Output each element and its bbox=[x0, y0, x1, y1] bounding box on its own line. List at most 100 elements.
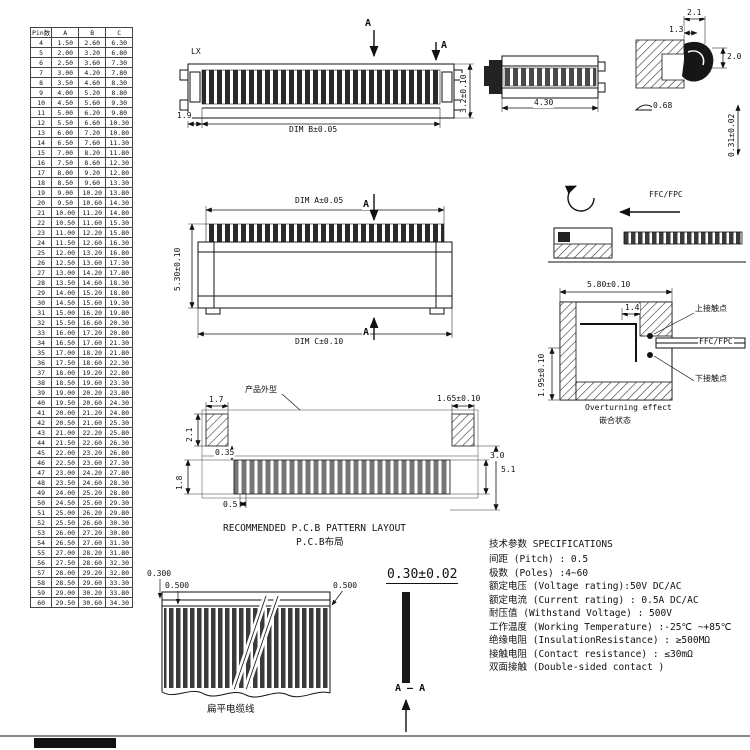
table-cell: 15.30 bbox=[105, 217, 134, 228]
table-cell: 18.00 bbox=[51, 367, 80, 378]
table-cell: 13 bbox=[29, 127, 53, 138]
table-cell: 7.80 bbox=[105, 67, 134, 78]
table-cell: 21 bbox=[29, 207, 53, 218]
table-cell: 35 bbox=[29, 347, 53, 358]
table-cell: 15.20 bbox=[78, 287, 107, 298]
table-cell: 15 bbox=[29, 147, 53, 158]
table-cell: 53 bbox=[29, 527, 53, 538]
table-cell: 10.80 bbox=[105, 127, 134, 138]
table-cell: 22.30 bbox=[105, 357, 134, 368]
table-cell: 6.60 bbox=[78, 117, 107, 128]
table-cell: 28 bbox=[29, 277, 53, 288]
table-cell: 20.00 bbox=[51, 407, 80, 418]
table-cell: 6.20 bbox=[78, 107, 107, 118]
table-cell: 12.60 bbox=[78, 237, 107, 248]
table-cell: 56 bbox=[29, 557, 53, 568]
table-cell: 58 bbox=[29, 577, 53, 588]
table-cell: 23.00 bbox=[51, 467, 80, 478]
table-cell: 27.00 bbox=[51, 547, 80, 558]
table-cell: 3.20 bbox=[78, 47, 107, 58]
table-cell: 41 bbox=[29, 407, 53, 418]
table-cell: 19.30 bbox=[105, 297, 134, 308]
table-cell: 25.50 bbox=[51, 517, 80, 528]
table-cell: 2.00 bbox=[51, 47, 80, 58]
table-cell: 55 bbox=[29, 547, 53, 558]
table-cell: 27.60 bbox=[78, 537, 107, 548]
table-cell: 19.00 bbox=[51, 387, 80, 398]
table-cell: 18.30 bbox=[105, 277, 134, 288]
table-cell: 52 bbox=[29, 517, 53, 528]
table-cell: 6 bbox=[29, 57, 53, 68]
table-cell: 23.50 bbox=[51, 477, 80, 488]
table-cell: 49 bbox=[29, 487, 53, 498]
table-cell: 9.50 bbox=[51, 197, 80, 208]
table-cell: 21.50 bbox=[51, 437, 80, 448]
table-cell: 8.30 bbox=[105, 77, 134, 88]
table-cell: 9.60 bbox=[78, 177, 107, 188]
table-cell: 7.30 bbox=[105, 57, 134, 68]
table-cell: 27.80 bbox=[105, 467, 134, 478]
table-cell: 23.20 bbox=[78, 447, 107, 458]
table-cell: 33 bbox=[29, 327, 53, 338]
table-cell: 3.50 bbox=[51, 77, 80, 88]
table-cell: 40 bbox=[29, 397, 53, 408]
table-cell: 18.20 bbox=[78, 347, 107, 358]
table-cell: 21.00 bbox=[51, 427, 80, 438]
table-cell: 12.30 bbox=[105, 157, 134, 168]
table-cell: 47 bbox=[29, 467, 53, 478]
table-cell: 2.50 bbox=[51, 57, 80, 68]
table-cell: 6.50 bbox=[51, 137, 80, 148]
table-cell: 26.80 bbox=[105, 447, 134, 458]
table-cell: 21.80 bbox=[105, 347, 134, 358]
table-cell: 54 bbox=[29, 537, 53, 548]
table-cell: 14.00 bbox=[51, 287, 80, 298]
spec-line: 耐压值 (Withstand Voltage) : 500V bbox=[489, 608, 672, 619]
table-cell: 9.00 bbox=[51, 187, 80, 198]
table-cell: 36 bbox=[29, 357, 53, 368]
table-cell: 23.80 bbox=[105, 387, 134, 398]
table-cell: 27.20 bbox=[78, 527, 107, 538]
table-cell: 11.80 bbox=[105, 147, 134, 158]
table-cell: 7.50 bbox=[51, 157, 80, 168]
table-cell: 26.00 bbox=[51, 527, 80, 538]
table-cell: 10.30 bbox=[105, 117, 134, 128]
table-cell: 12 bbox=[29, 117, 53, 128]
table-cell: 13.00 bbox=[51, 267, 80, 278]
table-cell: 12.80 bbox=[105, 167, 134, 178]
table-cell: 48 bbox=[29, 477, 53, 488]
table-cell: 30 bbox=[29, 297, 53, 308]
table-cell: 34.30 bbox=[105, 597, 134, 608]
table-cell: 39 bbox=[29, 387, 53, 398]
table-cell: 20.30 bbox=[105, 317, 134, 328]
table-cell: 15.80 bbox=[105, 227, 134, 238]
table-cell: 60 bbox=[29, 597, 53, 608]
table-cell: 7.60 bbox=[78, 137, 107, 148]
table-cell: 28.50 bbox=[51, 577, 80, 588]
table-cell: 29.80 bbox=[105, 507, 134, 518]
table-cell: 6.80 bbox=[105, 47, 134, 58]
table-cell: 31 bbox=[29, 307, 53, 318]
table-cell: 13.20 bbox=[78, 247, 107, 258]
spec-line: 绝缘电阻 (InsulationResistance) : ≥500MΩ bbox=[489, 635, 711, 646]
table-cell: 20 bbox=[29, 197, 53, 208]
table-cell: 14.30 bbox=[105, 197, 134, 208]
table-cell: 16.20 bbox=[78, 307, 107, 318]
table-cell: 16.50 bbox=[51, 337, 80, 348]
table-cell: 10 bbox=[29, 97, 53, 108]
